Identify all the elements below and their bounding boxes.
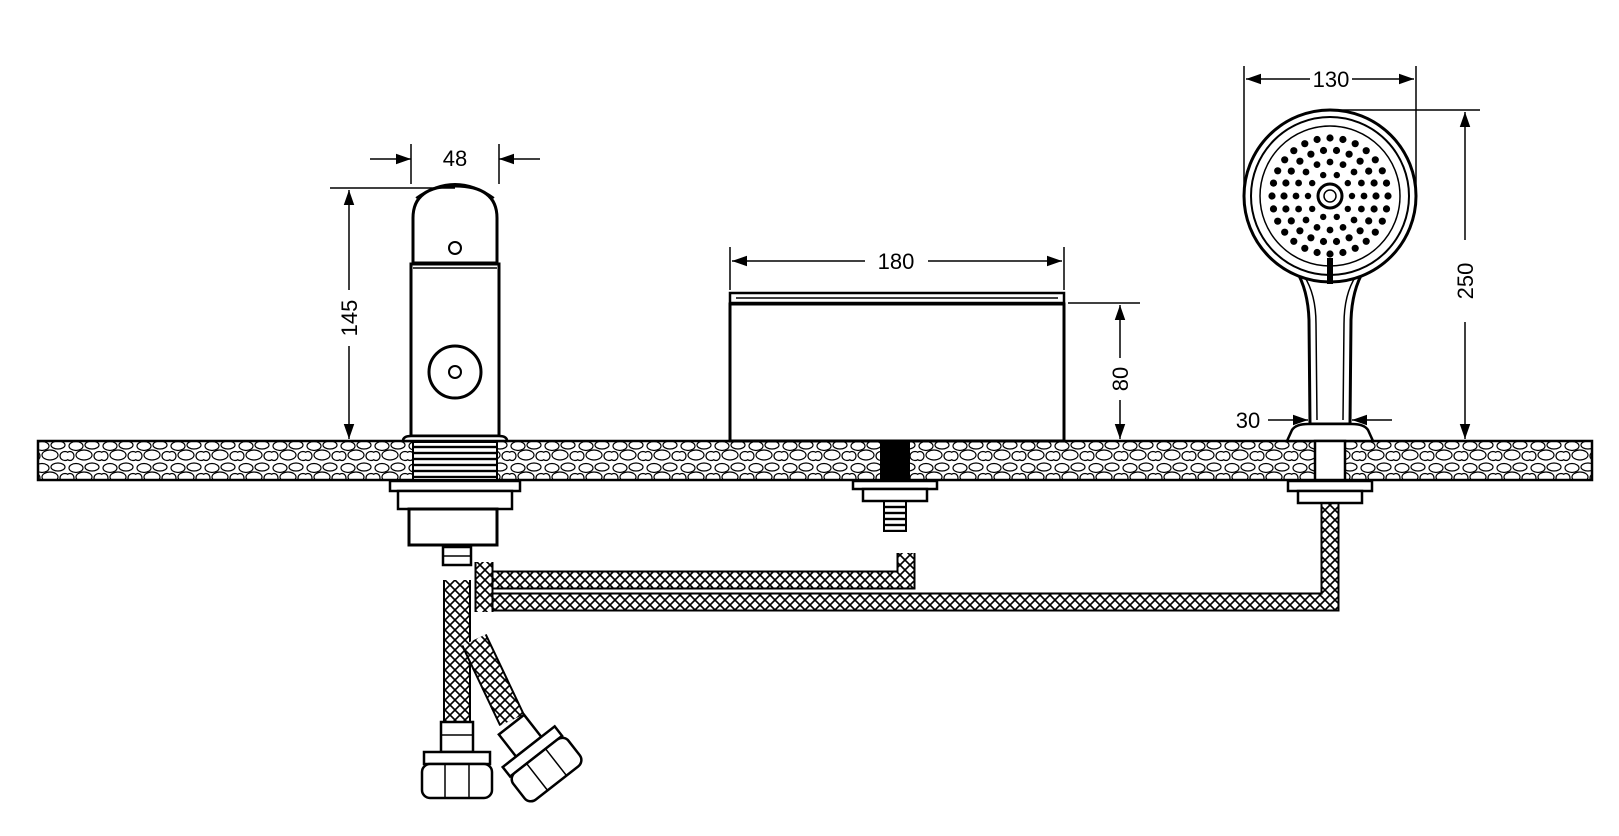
nozzle-dot (1302, 168, 1310, 176)
nozzle-dot (1351, 244, 1359, 252)
nozzle-dot (1268, 192, 1276, 200)
nozzle-dot (1301, 244, 1309, 252)
nozzle-dot (1384, 192, 1392, 200)
nozzle-dot (1320, 171, 1327, 179)
nozzle-dot (1269, 179, 1278, 187)
nozzle-dot (1345, 150, 1353, 158)
nozzle-dot (1295, 205, 1302, 213)
nozzle-dot (1309, 179, 1316, 187)
dim-label-handle-height: 145 (337, 300, 362, 337)
nozzle-dot (1282, 205, 1290, 213)
nozzle-dot (1313, 161, 1321, 169)
nozzle-dot (1362, 147, 1370, 155)
nozzle-dot (1351, 140, 1359, 148)
nozzle-dot (1326, 226, 1334, 234)
nozzle-dot (1362, 237, 1370, 245)
nozzle-dot (1307, 150, 1315, 158)
nozzle-dot (1281, 228, 1289, 236)
nozzle-dot (1319, 146, 1328, 155)
nozzle-dot (1345, 234, 1353, 242)
nozzle-dot (1313, 224, 1321, 231)
nozzle-dot (1356, 227, 1364, 235)
nozzle-dot (1326, 134, 1334, 142)
nozzle-dot (1358, 179, 1365, 187)
nozzle-dot (1348, 192, 1356, 200)
nozzle-dot (1360, 192, 1368, 200)
nozzle-dot (1274, 167, 1282, 175)
nozzle-dot (1332, 146, 1341, 155)
nozzle-dot (1295, 179, 1302, 187)
nozzle-dot (1365, 167, 1373, 175)
nozzle-dot (1350, 216, 1358, 224)
nozzle-dot (1382, 205, 1391, 213)
nozzle-dot (1326, 158, 1334, 166)
nozzle-dot (1339, 135, 1347, 144)
nozzle-dot (1333, 213, 1341, 221)
nozzle-dot (1281, 156, 1289, 164)
nozzle-dot (1307, 234, 1315, 242)
nozzle-dot (1333, 171, 1341, 179)
nozzle-dot (1309, 205, 1316, 213)
nozzle-dot (1358, 205, 1365, 213)
nozzle-dot (1382, 179, 1391, 187)
spout (728, 291, 1066, 532)
dim-label-shower-handle-width: 30 (1236, 408, 1260, 433)
countertop (36, 439, 1594, 482)
nozzle-dot (1332, 237, 1341, 246)
nozzle-dot (1290, 237, 1298, 245)
nozzle-dot (1339, 161, 1347, 169)
nozzle-dot (1274, 217, 1282, 225)
nozzle-dot (1378, 167, 1386, 175)
dim-label-spout-width: 180 (878, 249, 915, 274)
nozzle-dot (1292, 192, 1300, 200)
nozzle-dot (1302, 216, 1310, 224)
dim-label-shower-head-width: 130 (1313, 67, 1350, 92)
nozzle-dot (1301, 140, 1309, 148)
shower-nozzles (1268, 134, 1392, 258)
nozzle-dot (1296, 157, 1304, 165)
nozzle-dot (1282, 179, 1290, 187)
nozzle-dot (1372, 192, 1380, 200)
nozzle-dot (1378, 217, 1386, 225)
nozzle-dot (1280, 192, 1288, 200)
dim-label-shower-total-height: 250 (1453, 263, 1478, 300)
braided-hoses (443, 500, 1340, 727)
nozzle-dot (1370, 179, 1378, 187)
mixer-handle (388, 183, 583, 803)
nozzle-dot (1339, 248, 1347, 257)
dimension-lines (330, 66, 1480, 439)
nozzle-dot (1296, 227, 1304, 235)
nozzle-dot (1344, 205, 1352, 213)
dim-label-spout-height: 80 (1108, 367, 1133, 391)
nozzle-dot (1326, 250, 1334, 258)
hand-shower (1242, 108, 1418, 505)
nozzle-dot (1344, 179, 1352, 187)
nozzle-dot (1320, 213, 1327, 221)
nozzle-dot (1370, 205, 1378, 213)
nozzle-dot (1287, 167, 1295, 175)
nozzle-dot (1356, 157, 1364, 165)
nozzle-dot (1350, 168, 1358, 176)
nozzle-dot (1319, 237, 1328, 246)
nozzle-dot (1371, 228, 1379, 236)
nozzle-dot (1304, 192, 1312, 200)
nozzle-dot (1290, 147, 1298, 155)
nozzle-dot (1287, 217, 1295, 225)
nozzle-dot (1365, 217, 1373, 225)
dim-label-handle-width: 48 (443, 146, 467, 171)
nozzle-dot (1371, 156, 1379, 164)
nozzle-dot (1313, 135, 1321, 144)
nozzle-dot (1313, 248, 1321, 257)
mixer-knob-ring (427, 344, 483, 400)
nozzle-dot (1269, 205, 1278, 213)
nozzle-dot (1339, 224, 1347, 231)
